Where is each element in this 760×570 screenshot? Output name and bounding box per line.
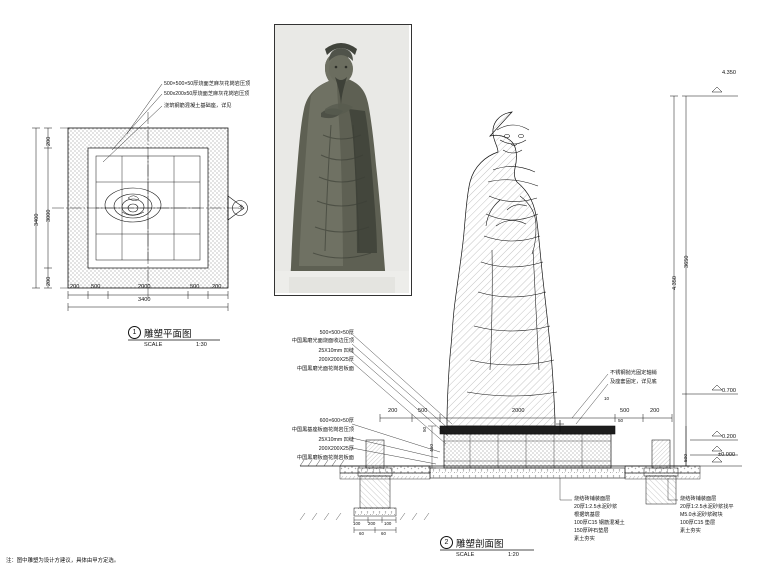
legend-center-2: 20厚1:2.5水泥砂浆 [574,504,618,510]
section-dim-top-4: 500 [620,408,630,414]
plan-dim-v-2: 3000 [46,209,52,222]
plan-dim-total-h: 3400 [138,297,151,303]
plan-dim-v-1: 200 [46,136,52,146]
section-left-callout-4: 200X200X25厚 [318,446,354,452]
legend-right-5: 素土夯实 [680,528,701,534]
plan-callout-3: 浇筑钢筋混凝土基础座，详见 [164,103,232,109]
elevation-4350-top: 4.350 [722,70,736,76]
section-view-scale-label: SCALE [456,552,475,558]
section-dim-top-2: 500 [418,408,428,414]
elevation-0700: 0.700 [722,388,736,394]
elevation-4350-chain: 4.350 [672,276,678,290]
legend-right-4: 100厚C15 垫层 [680,520,716,526]
plan-view-scale-value: 1:30 [196,342,207,348]
section-dim-top-1: 200 [388,408,398,414]
photo-artwork [275,25,409,293]
section-left-callout-1: 600×600×50厚 [319,418,354,424]
plan-dim-h-3: 2000 [138,284,151,290]
elevation-3650: 3650 [684,255,690,268]
section-dim-top-3: 2000 [512,408,525,414]
legend-center-4: 100厚C15 钢筋混凝土 [574,520,625,526]
sheet-note: 注：图中雕塑为设计方建议，具体由甲方定选。 [6,558,120,564]
section-top-callout-5: 中国黑磨光面花岗岩板面 [296,366,354,372]
legend-center-1: 烧结砖铺装面层 [574,496,611,502]
section-dim-top-5: 200 [650,408,660,414]
section-dim-50: 50 [422,426,427,432]
section-right-callout-2: 及座套固定，详见底 [610,379,657,385]
section-dim-small-50: 50 [618,418,624,423]
section-dim-500: 500 [684,453,689,462]
section-top-callout-1: 500×500×50厚 [319,330,354,336]
section-view-number: 2 [440,536,453,549]
section-top-callout-4: 200X200X25厚 [318,357,354,363]
plan-view-number: 1 [128,326,141,339]
footing-dim-5: 60 [381,531,386,536]
section-dim-small-10: 10 [604,396,610,401]
section-top-callout-2: 中国黑磨光面烧面收边压顶 [291,338,354,344]
legend-right-2: 20厚1:2.5水泥砂浆找平 [680,504,734,510]
plan-view-title: 雕塑平面图 [144,329,192,340]
section-view-scale-value: 1:20 [508,552,519,558]
plan-callout-1: 500×500×50厚烧面芝麻灰花岗岩压顶 [164,81,251,87]
plan-dim-h-2: 500 [91,284,101,290]
section-dim-450: 450 [430,443,435,452]
plan-dim-h-5: 200 [212,284,222,290]
legend-right-1: 烧结砖铺装面层 [680,496,717,502]
plan-dim-total-v: 3400 [34,213,40,226]
section-left-callout-5: 中国黑磨板面花岗岩板面 [296,455,354,461]
section-right-callout-1: 不锈钢抛光固定轴销 [610,370,657,376]
legend-center-3: 根据筑基层 [574,512,600,518]
legend-center-6: 素土夯实 [574,536,595,542]
plan-callout-2: 500x200x50厚烧面芝麻灰花岗岩压顶 [164,91,250,97]
legend-right-3: M5.0水泥砂浆砌块 [680,512,723,518]
footing-dim-1: 100 [353,521,361,526]
plan-dim-h-1: 200 [70,284,80,290]
elevation-0200: 0.200 [722,434,736,440]
plan-dim-h-4: 500 [190,284,200,290]
plan-view-scale-label: SCALE [144,342,163,348]
elevation-zero: ±0.000 [718,452,736,458]
footing-dim-3: 100 [384,521,392,526]
plan-dim-v-3: 200 [46,276,52,286]
section-left-callout-3: 25X10mm 凹缝 [318,437,354,443]
footing-dim-2: 200 [368,521,376,526]
legend-center-5: 150厚碎石垫层 [574,528,609,534]
sculpture-photo [274,24,412,296]
section-view-title: 雕塑剖面图 [456,539,504,550]
footing-dim-4: 60 [359,531,364,536]
section-left-callout-2: 中国黑基座板面花岗岩压顶 [291,427,354,433]
section-top-callout-3: 25X10mm 凹缝 [318,348,354,354]
north-arrow-label: 北 [238,205,244,211]
